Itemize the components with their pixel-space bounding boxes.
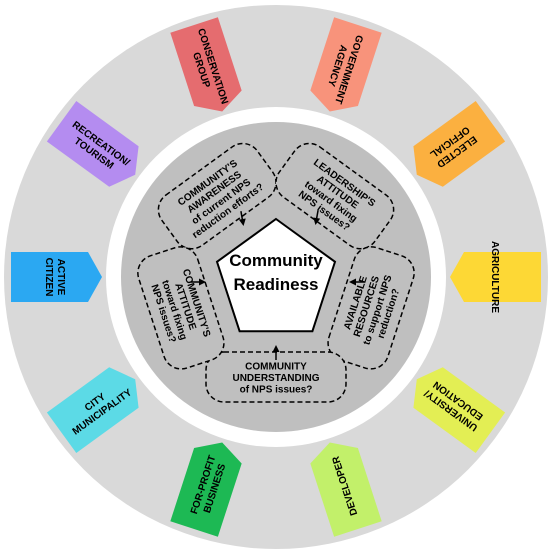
stakeholder-agriculture: AGRICULTURE xyxy=(450,241,541,313)
stakeholder-label-line: AGRICULTURE xyxy=(489,241,500,313)
dimension-label-line: UNDERSTANDING xyxy=(232,373,319,384)
stakeholder-label-line: CITIZEN xyxy=(43,258,54,297)
stakeholder-arrow-shape xyxy=(413,101,506,187)
dimension-box xyxy=(327,246,415,370)
stakeholder-arrow-shape xyxy=(413,367,506,453)
dimension-box xyxy=(157,142,277,250)
stakeholder-arrow-shape xyxy=(11,252,102,302)
connector-arrow xyxy=(272,345,280,360)
stakeholder-university-education: UNIVERSITY/EDUCATION xyxy=(413,367,506,453)
stakeholder-arrow-shape xyxy=(46,367,139,453)
dimension-label-line: COMMUNITY xyxy=(245,362,307,373)
connector-arrows-layer xyxy=(191,210,364,360)
dimension-box xyxy=(275,142,395,250)
connector-arrow xyxy=(313,210,321,225)
stakeholder-arrow-shape xyxy=(46,101,139,187)
dimension-label-line: of NPS issues? xyxy=(240,385,313,396)
stakeholder-arrow-shape xyxy=(310,442,382,537)
connector-arrow xyxy=(191,278,206,286)
stakeholder-label-line: ACTIVE xyxy=(55,259,66,296)
connector-arrow xyxy=(349,278,364,286)
stakeholder-arrow-shape xyxy=(310,17,382,112)
center-title-line2: Readiness xyxy=(233,275,318,294)
stakeholder-arrow-shape xyxy=(170,17,242,112)
center-title-line1: Community xyxy=(229,251,323,270)
stakeholder-arrow-shape xyxy=(450,252,541,302)
center-pentagon xyxy=(215,217,337,333)
dimension-box xyxy=(137,246,225,370)
stakeholder-arrow-shape xyxy=(170,442,242,537)
connector-arrow xyxy=(238,211,246,226)
stakeholder-developer: DEVELOPER xyxy=(310,442,382,537)
